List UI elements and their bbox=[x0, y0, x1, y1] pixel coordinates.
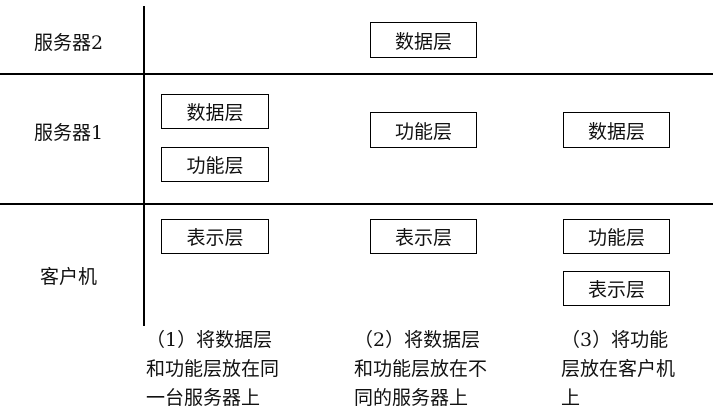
data-layer-box-config3: 数据层 bbox=[563, 112, 670, 148]
row-label-client: 客户机 bbox=[40, 266, 98, 288]
caption-config3: （3）将功能 层放在客户机 上 bbox=[561, 326, 675, 413]
caption-line: （2）将数据层 bbox=[354, 329, 481, 351]
row-label-server1: 服务器1 bbox=[34, 122, 104, 144]
function-layer-box-config1: 功能层 bbox=[161, 147, 269, 182]
column-divider bbox=[143, 6, 145, 326]
presentation-layer-box-config3: 表示层 bbox=[563, 271, 670, 306]
caption-line: 和功能层放在不 bbox=[354, 358, 488, 380]
caption-line: 层放在客户机 bbox=[561, 358, 676, 380]
caption-line: （3）将功能 bbox=[561, 329, 669, 351]
presentation-layer-box-config2: 表示层 bbox=[370, 219, 477, 254]
function-layer-box-config2: 功能层 bbox=[370, 112, 477, 148]
caption-config2: （2）将数据层 和功能层放在不 同的服务器上 bbox=[354, 326, 487, 413]
row-divider-top bbox=[0, 73, 713, 75]
function-layer-box-config3: 功能层 bbox=[563, 219, 670, 254]
caption-line: 上 bbox=[561, 387, 581, 409]
row-label-server2: 服务器2 bbox=[34, 32, 104, 54]
caption-line: 同的服务器上 bbox=[354, 387, 469, 409]
caption-line: 一台服务器上 bbox=[146, 387, 261, 409]
data-layer-box-config2: 数据层 bbox=[370, 22, 477, 58]
caption-line: 和功能层放在同 bbox=[146, 358, 280, 380]
data-layer-box-config1: 数据层 bbox=[161, 94, 269, 129]
presentation-layer-box-config1: 表示层 bbox=[161, 219, 269, 254]
caption-config1: （1）将数据层 和功能层放在同 一台服务器上 bbox=[146, 326, 279, 413]
row-divider-bottom bbox=[0, 203, 713, 205]
caption-line: （1）将数据层 bbox=[146, 329, 273, 351]
